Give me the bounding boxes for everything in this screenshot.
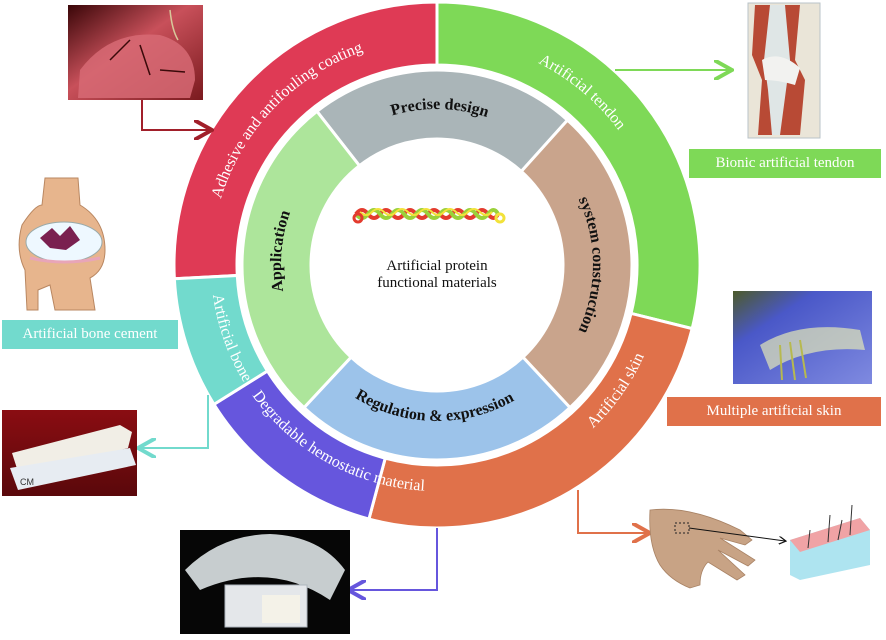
gloved-hands-skin-photo: [733, 291, 872, 384]
ruler-label: CM: [20, 477, 34, 487]
center-circle: [311, 139, 563, 391]
center-title: Artificial protein functional materials: [337, 258, 537, 292]
outer-segment-bone: [172, 273, 270, 407]
caption-skin: Multiple artificial skin: [667, 397, 881, 426]
arrow-skin: [577, 490, 648, 533]
protein-helix-icon: [352, 208, 506, 224]
caption-tendon: Bionic artificial tendon: [689, 149, 881, 178]
hand-skin-layer-illustration: [649, 504, 870, 589]
knee-joint-illustration: [18, 177, 106, 311]
outer-ring: [172, 0, 702, 530]
arrow-bone: [140, 395, 209, 448]
caption-bone-cement: Artificial bone cement: [2, 320, 178, 349]
knee-tendon-illustration: [747, 2, 821, 139]
outer-segment-tendon: [435, 0, 702, 331]
heart-tissue-photo: [68, 5, 203, 100]
arrow-coating: [141, 100, 210, 130]
center-title-line2: functional materials: [377, 275, 497, 291]
center-title-line1: Artificial protein: [386, 258, 488, 274]
arrow-hemostatic: [350, 528, 438, 590]
hemostatic-sponge-photo: [180, 530, 350, 634]
bone-rod-ruler-photo: CM: [2, 410, 137, 496]
